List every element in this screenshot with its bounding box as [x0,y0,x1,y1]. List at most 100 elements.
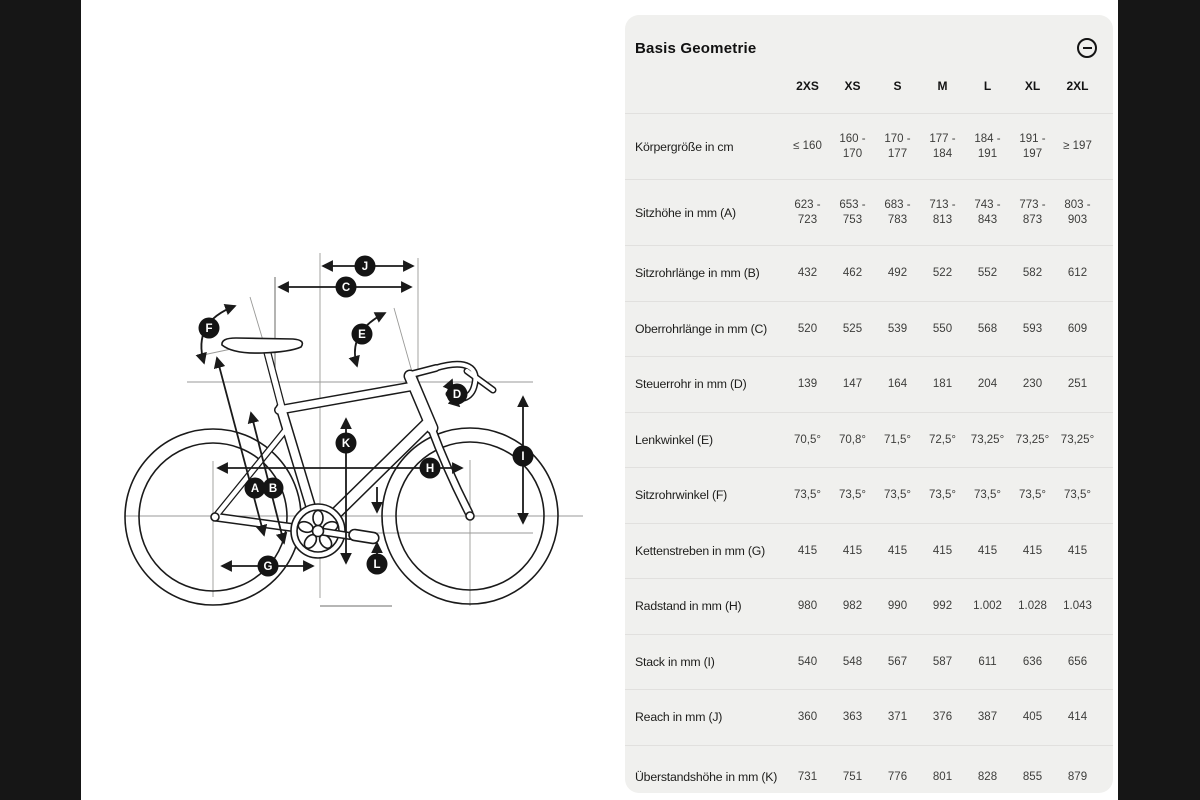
cell: 990 [887,600,908,613]
svg-text:I: I [521,451,524,463]
saddle [221,337,304,354]
cell: 181 [932,378,953,391]
cell: 992 [932,600,953,613]
cell: 492 [887,267,908,280]
row-label: Oberrohrlänge in mm (C) [635,321,768,336]
row-label: Kettenstreben in mm (G) [635,543,766,558]
collapse-section-button[interactable] [1077,38,1097,58]
cell: 415 [932,544,953,557]
cell: 415 [887,544,908,557]
cell: 230 [1022,378,1043,391]
geometry-table-panel: Basis Geometrie 2XS XS S M L XL 2XL Körp… [625,15,1113,793]
cell: 73,25° [970,433,1005,446]
cell: 363 [842,711,863,724]
cell: 73,25° [1060,433,1095,446]
table-row: Sitzhöhe in mm (A) 623 - 723 653 - 753 6… [625,179,1113,245]
table-row: Kettenstreben in mm (G) 415 415 415 415 … [625,522,1113,579]
cell: 552 [977,267,998,280]
column-header: 2XS [796,78,819,93]
cell: 71,5° [884,433,911,446]
rear-hub [210,512,220,522]
svg-text:L: L [373,559,380,571]
diagram-label-j: J [354,255,376,277]
diagram-label-d: D [446,383,468,405]
column-header: XL [1024,78,1041,93]
cell: 405 [1022,711,1043,724]
cell: 609 [1067,322,1088,335]
cell: 980 [797,600,818,613]
cell: 1.002 [973,600,1002,613]
cell: 191 - 197 [1019,133,1046,160]
row-label: Stack in mm (I) [635,654,715,669]
cell: 803 - 903 [1064,199,1091,226]
cell: 160 - 170 [839,133,866,160]
cell: 415 [1067,544,1088,557]
cell: 204 [977,378,998,391]
row-label: Radstand in mm (H) [635,599,742,614]
cell: 550 [932,322,953,335]
cell: 751 [842,770,863,783]
cell: 415 [977,544,998,557]
cell: 73,5° [1064,489,1091,502]
column-header-row: 2XS XS S M L XL 2XL [625,59,1113,113]
cell: 376 [932,711,953,724]
cell: 371 [887,711,908,724]
right-black-bar [1118,0,1200,800]
cell: 73,5° [884,489,911,502]
diagram-label-a: A [244,477,266,499]
left-black-bar [0,0,81,800]
diagram-label-i: I [512,445,534,467]
diagram-label-k: K [335,432,357,454]
cell: 525 [842,322,863,335]
svg-text:B: B [269,483,277,495]
cell: 164 [887,378,908,391]
cell: 612 [1067,267,1088,280]
column-header: XS [844,78,861,93]
cell: 170 - 177 [884,133,911,160]
row-label: Überstandshöhe in mm (K) [635,770,778,784]
svg-text:K: K [342,438,351,450]
table-row: Sitzrohrwinkel (F) 73,5° 73,5° 73,5° 73,… [625,467,1113,523]
cell: 653 - 753 [839,199,866,226]
table-row: Körpergröße in cm ≤ 160 160 - 170 170 - … [625,113,1113,179]
column-header: M [937,78,948,93]
svg-text:E: E [358,329,366,341]
column-header: L [983,78,992,93]
cell: 73,5° [974,489,1001,502]
cell: 1.028 [1018,600,1047,613]
cell: 73,25° [1015,433,1050,446]
cell: 773 - 873 [1019,199,1046,226]
cell: 656 [1067,655,1088,668]
diagram-label-f: F [198,317,220,339]
svg-text:A: A [251,483,259,495]
cell: 520 [797,322,818,335]
table-row: Reach in mm (J) 360 363 371 376 387 405 … [625,689,1113,745]
cell: 73,5° [794,489,821,502]
row-label: Körpergröße in cm [635,139,734,154]
front-hub [465,511,475,521]
cell: 147 [842,378,863,391]
cell: 801 [932,770,953,783]
cell: 636 [1022,655,1043,668]
cell: ≤ 160 [793,140,822,153]
cell: 415 [797,544,818,557]
cell: 73,5° [839,489,866,502]
row-label: Sitzhöhe in mm (A) [635,205,736,220]
cell: 70,5° [794,433,821,446]
row-label: Sitzrohrlänge in mm (B) [635,266,760,281]
cell: 828 [977,770,998,783]
panel-title: Basis Geometrie [635,39,757,57]
cell: 982 [842,600,863,613]
cell: 713 - 813 [929,199,956,226]
cell: 593 [1022,322,1043,335]
diagram-label-g: G [257,555,279,577]
cell: ≥ 197 [1063,140,1092,153]
cell: 414 [1067,711,1088,724]
cell: 568 [977,322,998,335]
cell: 539 [887,322,908,335]
cell: 415 [842,544,863,557]
column-header: 2XL [1066,78,1089,93]
cell: 743 - 843 [974,199,1001,226]
svg-text:J: J [362,261,368,273]
